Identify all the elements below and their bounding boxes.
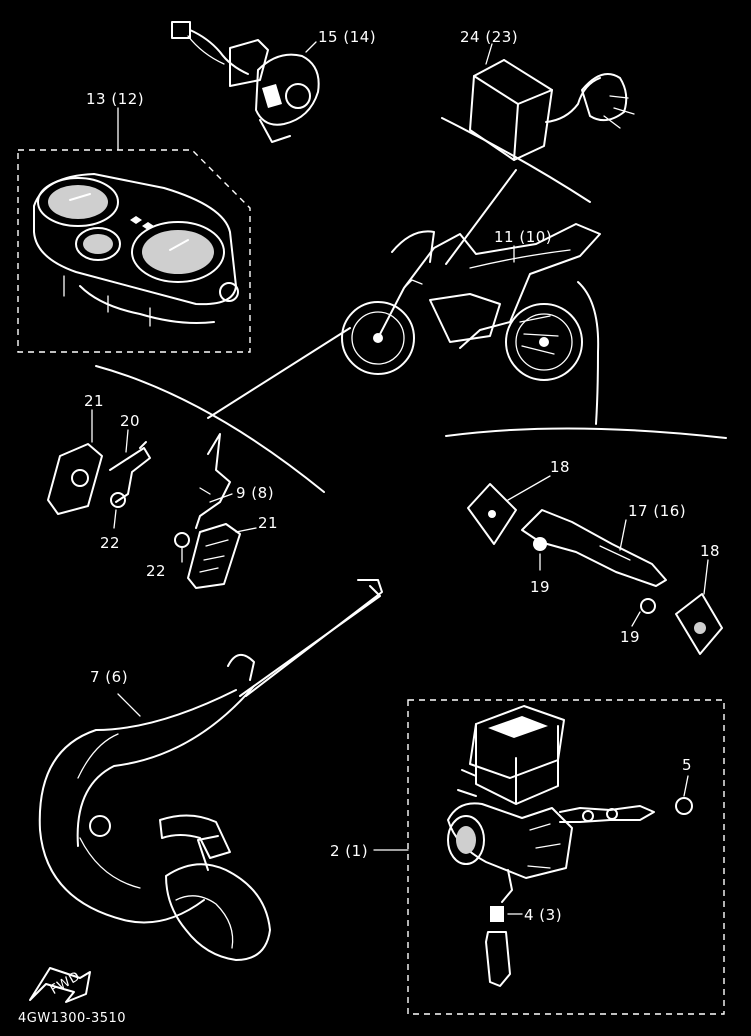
label-20: 20 [120,412,140,430]
label-4: 4 (3) [524,906,562,924]
label-5: 5 [682,756,692,774]
bracket-24 [441,117,591,203]
pedal-17 [521,509,667,587]
leader-21b [235,527,257,533]
rubber-damper-21a [47,443,103,515]
collar-22a [110,492,126,508]
label-2: 2 (1) [330,842,368,860]
handlebar-switch-part [171,21,320,143]
label-13: 13 (12) [86,90,144,108]
leader-15 [305,41,317,53]
leader-22a [113,509,117,529]
carburetor-part [447,705,693,903]
label-19a: 19 [530,578,550,596]
label-17: 17 (16) [628,502,686,520]
leader-18b [703,559,709,595]
motorcycle-silhouette [341,223,601,381]
collar-19a [533,537,547,551]
leader-18a [507,475,551,501]
forward-arrow-icon [29,967,91,1003]
pointer-24 [445,169,517,265]
label-21b: 21 [258,514,278,532]
jet-4 [485,906,511,987]
pointer-pedal [577,281,600,425]
label-7: 7 (6) [90,668,128,686]
leader-19b [631,611,641,627]
label-24: 24 (23) [460,28,518,46]
collar-19b [640,598,656,614]
label-18a: 18 [550,458,570,476]
plate-18b [675,593,723,655]
label-19b: 19 [620,628,640,646]
plate-18a [467,483,517,545]
stay-20 [109,441,151,503]
leader-17 [619,519,627,551]
leader-7 [117,693,141,717]
label-9: 9 (8) [236,484,274,502]
pointer-bracket [207,327,351,419]
collar-22b [174,532,190,548]
diagram-code: 4GW1300-3510 [18,1011,126,1026]
cdi-unit-part [469,59,635,161]
label-22a: 22 [100,534,120,552]
stay-9 [195,433,231,529]
label-22b: 22 [146,562,166,580]
leader-24 [485,43,493,65]
meter-box [17,149,251,353]
exhaust-pipe-part [38,579,383,961]
label-15: 15 (14) [318,28,376,46]
bracket-17 [445,427,727,439]
label-11: 11 (10) [494,228,552,246]
meter-assembly-part [33,173,239,327]
label-18b: 18 [700,542,720,560]
label-21a: 21 [84,392,104,410]
bracket-9 [95,365,325,493]
carburetor-box [407,699,725,1015]
leader-9 [209,493,233,503]
rubber-damper-21b [187,523,241,589]
leader-20 [125,429,129,453]
leader-5 [683,775,689,797]
